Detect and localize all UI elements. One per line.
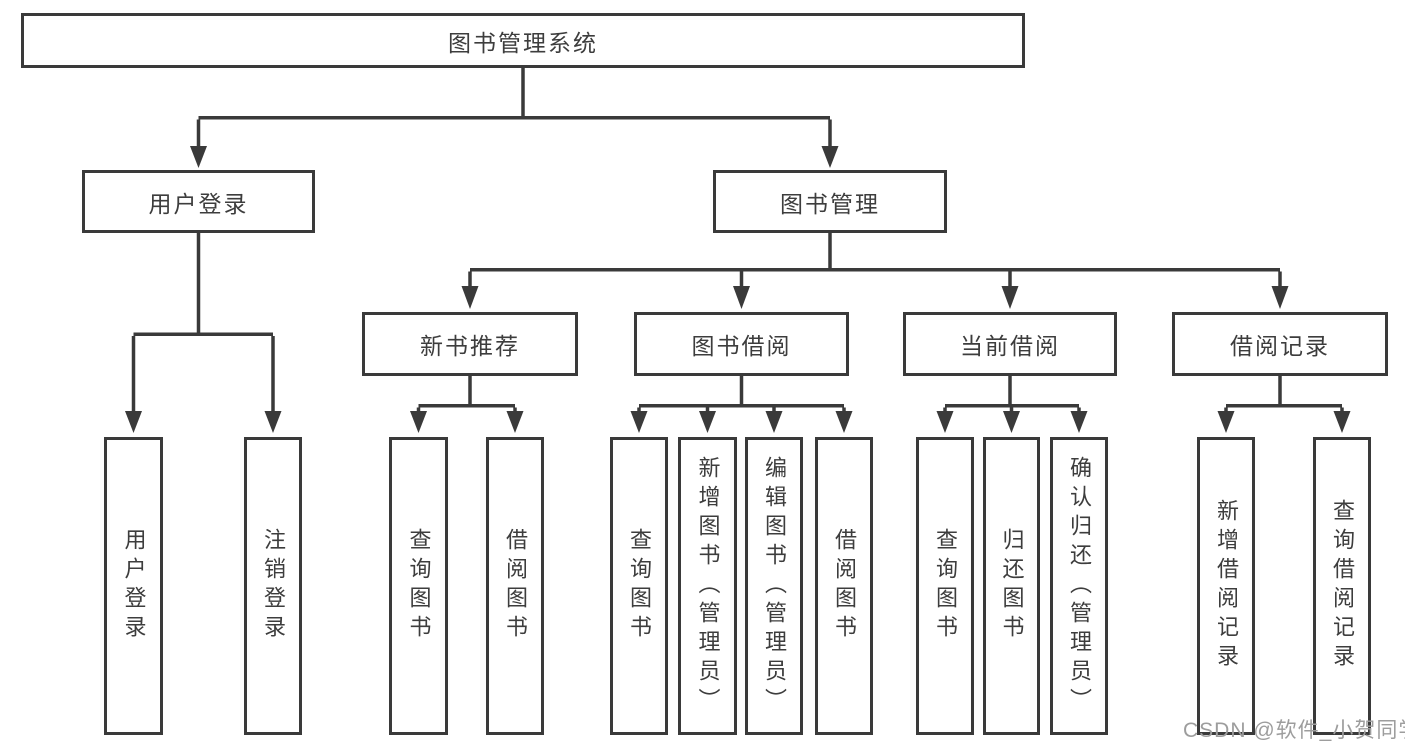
leaf-borrow-books-2: 借阅图书: [815, 437, 873, 735]
leaf-logout: 注销登录: [244, 437, 302, 735]
node-root-library-system: 图书管理系统: [21, 13, 1025, 68]
csdn-watermark: CSDN @软件_小贺同学: [1183, 719, 1405, 742]
connector-root-to-level2: [190, 68, 839, 168]
leaf-add-borrow-record: 新增借阅记录: [1197, 437, 1255, 735]
node-book-management-label: 图书管理: [780, 190, 880, 217]
connector-current-borrow-to-leaves: [936, 376, 1088, 433]
connector-new-book-to-leaves: [410, 376, 524, 433]
node-current-borrow-label: 当前借阅: [960, 333, 1060, 359]
leaf-user-login-label: 用户登录: [121, 528, 147, 644]
leaf-query-borrow-record-label: 查询借阅记录: [1330, 499, 1355, 673]
connector-user-login-to-leaves: [125, 233, 282, 433]
node-book-borrow-label: 图书借阅: [691, 333, 792, 359]
leaf-edit-books-admin-label: 编辑图书（管理员）: [762, 455, 787, 717]
connector-borrow-records-to-leaves: [1217, 376, 1351, 433]
leaf-query-books-1: 查询图书: [389, 437, 448, 735]
leaf-query-books-2: 查询图书: [610, 437, 668, 735]
node-book-borrow: 图书借阅: [634, 312, 849, 376]
leaf-add-books-admin-label: 新增图书（管理员）: [695, 455, 721, 717]
leaf-confirm-return-admin: 确认归还（管理员）: [1050, 437, 1108, 735]
leaf-borrow-books-1-label: 借阅图书: [503, 528, 528, 644]
leaf-edit-books-admin: 编辑图书（管理员）: [745, 437, 803, 735]
node-user-login: 用户登录: [82, 170, 315, 233]
leaf-borrow-books-1: 借阅图书: [486, 437, 544, 735]
node-user-login-label: 用户登录: [148, 190, 249, 217]
leaf-logout-label: 注销登录: [261, 528, 286, 644]
node-new-book-recommend: 新书推荐: [362, 312, 578, 376]
node-new-book-recommend-label: 新书推荐: [420, 333, 520, 359]
leaf-user-login: 用户登录: [104, 437, 163, 735]
leaf-query-books-2-label: 查询图书: [627, 528, 652, 644]
leaf-borrow-books-2-label: 借阅图书: [832, 528, 857, 644]
leaf-add-books-admin: 新增图书（管理员）: [678, 437, 737, 735]
node-borrow-records: 借阅记录: [1172, 312, 1388, 376]
connector-book-mgmt-to-level3: [461, 233, 1289, 309]
leaf-query-books-3: 查询图书: [916, 437, 974, 735]
leaf-confirm-return-admin-label: 确认归还（管理员）: [1067, 455, 1092, 717]
node-book-management: 图书管理: [713, 170, 947, 233]
leaf-return-books: 归还图书: [983, 437, 1040, 735]
node-current-borrow: 当前借阅: [903, 312, 1117, 376]
node-root-label: 图书管理系统: [448, 29, 598, 56]
leaf-return-books-label: 归还图书: [999, 528, 1025, 644]
node-borrow-records-label: 借阅记录: [1230, 333, 1330, 359]
leaf-query-borrow-record: 查询借阅记录: [1313, 437, 1371, 735]
leaf-query-books-1-label: 查询图书: [406, 528, 432, 644]
leaf-query-books-3-label: 查询图书: [933, 528, 958, 644]
leaf-add-borrow-record-label: 新增借阅记录: [1214, 499, 1239, 673]
connector-book-borrow-to-leaves: [630, 376, 853, 433]
